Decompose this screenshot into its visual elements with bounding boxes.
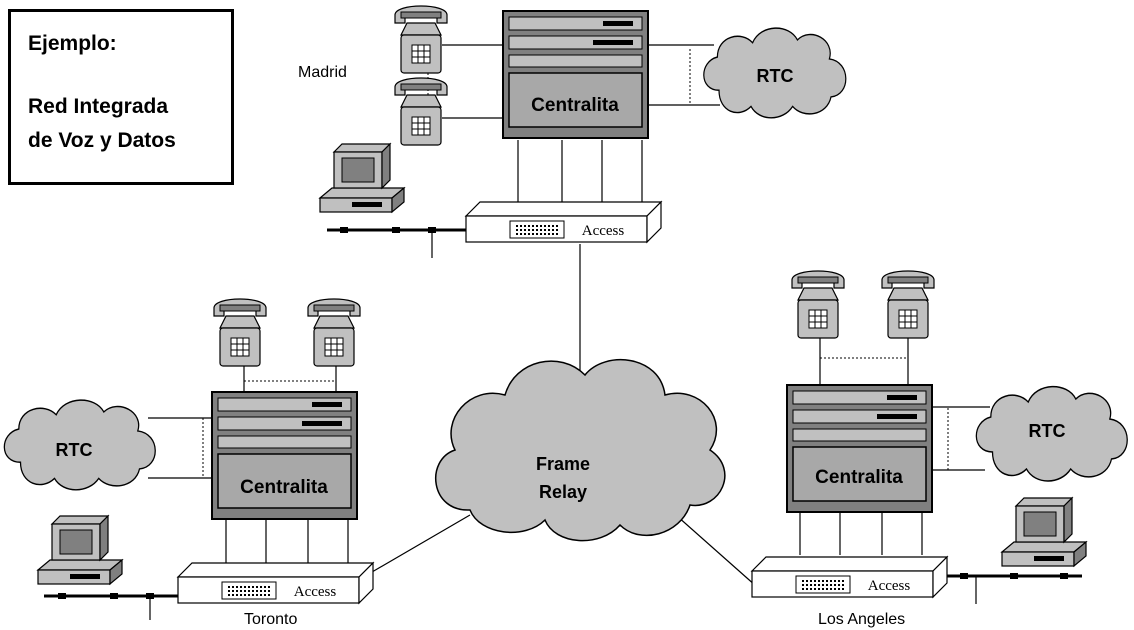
title-line-2: Red Integrada <box>28 95 169 118</box>
computer-icon <box>1001 497 1087 567</box>
title-line-1: Ejemplo: <box>28 32 117 55</box>
access-device-madrid: Access <box>465 201 662 243</box>
title-line-3: de Voz y Datos <box>28 129 176 152</box>
phone-icon <box>881 270 935 339</box>
pbx-label-madrid: Centralita <box>531 95 619 116</box>
core-label-line2: Relay <box>539 482 587 502</box>
core-label-line1: Frame <box>536 454 590 474</box>
phone-icon <box>307 298 361 367</box>
city-label-madrid: Madrid <box>298 64 347 81</box>
city-label-losangeles: Los Angeles <box>818 611 905 628</box>
rtc-cloud-madrid: RTC <box>703 27 847 119</box>
computer-icon <box>319 143 405 213</box>
rtc-label-madrid: RTC <box>757 66 794 86</box>
rtc-cloud-toronto: RTC <box>3 399 156 491</box>
phone-icon <box>394 77 448 146</box>
pbx-label-toronto: Centralita <box>240 477 328 498</box>
rtc-label-losangeles: RTC <box>1029 421 1066 441</box>
access-device-toronto: Access <box>177 562 374 604</box>
access-device-losangeles: Access <box>751 556 948 598</box>
city-label-toronto: Toronto <box>244 611 297 628</box>
network-taps <box>58 227 1068 599</box>
access-label-madrid: Access <box>582 223 625 239</box>
rtc-cloud-losangeles: RTC <box>975 385 1128 482</box>
title-box: Ejemplo: Red Integrada de Voz y Datos <box>8 9 234 185</box>
rtc-label-toronto: RTC <box>56 440 93 460</box>
access-label-losangeles: Access <box>868 578 911 594</box>
pbx-label-losangeles: Centralita <box>815 467 903 488</box>
pbx-madrid: Centralita <box>502 10 649 139</box>
phone-icon <box>394 5 448 74</box>
frame-relay-cloud: Frame Relay <box>434 358 726 542</box>
phone-icon <box>213 298 267 367</box>
access-label-toronto: Access <box>294 584 337 600</box>
phone-icon <box>791 270 845 339</box>
pbx-toronto: Centralita <box>211 391 358 520</box>
computer-icon <box>37 515 123 585</box>
pbx-losangeles: Centralita <box>786 384 933 513</box>
